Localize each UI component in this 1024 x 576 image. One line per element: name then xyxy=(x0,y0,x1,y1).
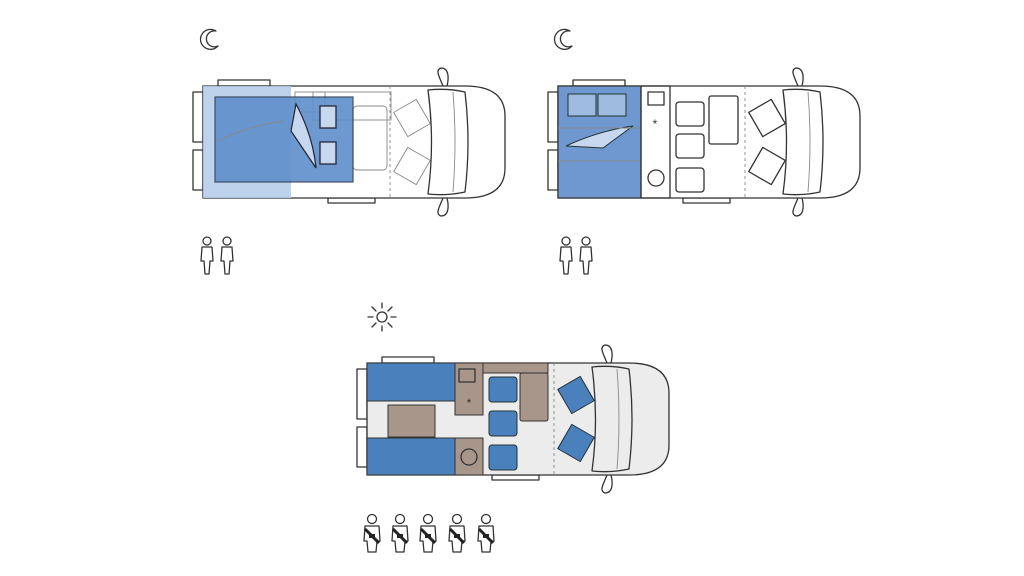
single-bed xyxy=(366,437,456,476)
layout-2-night: * xyxy=(547,28,861,275)
table xyxy=(387,404,436,438)
moon-icon xyxy=(199,28,219,51)
blanket xyxy=(290,102,317,169)
van-floorplan: * xyxy=(356,344,670,494)
pillows xyxy=(319,105,337,165)
single-bed xyxy=(366,362,456,402)
occupancy-standing xyxy=(559,236,593,275)
bathroom: * xyxy=(454,362,484,476)
svg-text:*: * xyxy=(653,117,658,131)
blanket xyxy=(565,125,634,149)
svg-text:*: * xyxy=(467,396,472,410)
moon-icon xyxy=(553,28,573,51)
cab-seat xyxy=(748,98,786,138)
layout-3-day: * xyxy=(356,302,670,554)
sun-icon xyxy=(367,302,397,332)
seats xyxy=(675,101,705,193)
occupancy-seated xyxy=(362,513,496,554)
van-floorplan xyxy=(192,67,506,217)
bathroom: * xyxy=(640,85,671,199)
layout-1-night xyxy=(192,28,506,275)
seats xyxy=(488,376,518,471)
kitchen xyxy=(708,95,739,145)
cab-seat xyxy=(748,146,786,186)
kitchen xyxy=(519,372,549,422)
van-floorplan: * xyxy=(547,67,861,217)
pillows xyxy=(567,93,627,117)
cab-seat xyxy=(557,375,595,415)
cab-seat xyxy=(557,423,595,463)
occupancy-standing xyxy=(200,236,234,275)
cabinet xyxy=(482,362,549,374)
